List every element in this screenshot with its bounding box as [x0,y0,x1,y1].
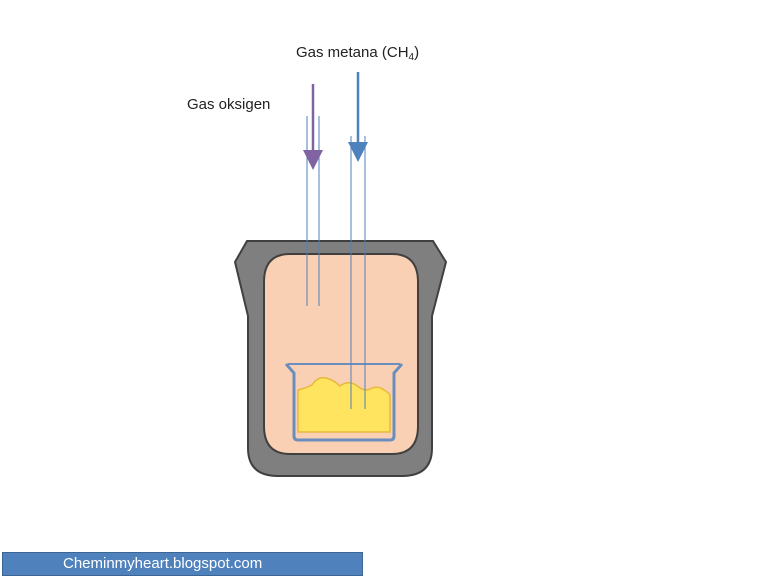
methane-gas-label: Gas metana (CH4) [296,44,419,63]
oxygen-gas-label: Gas oksigen [187,96,271,113]
methane-label-subscript: 4 [408,52,415,63]
beaker-outline [284,363,404,442]
footer-text: Cheminmyheart.blogspot.com [63,555,263,572]
methane-label-text: Gas metana (CH [296,44,409,61]
methane-label-close: ) [414,44,420,61]
footer-banner: Cheminmyheart.blogspot.com [2,552,363,576]
beaker [284,363,404,442]
